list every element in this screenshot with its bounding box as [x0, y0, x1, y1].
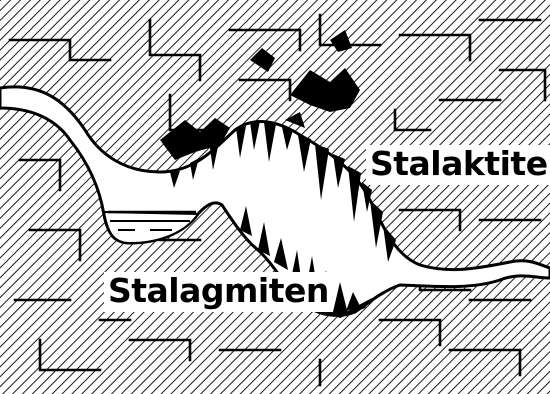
label-stalaktiten: Stalaktiten [366, 145, 550, 185]
stalactite-formations [170, 121, 396, 262]
water-pool [102, 210, 200, 245]
label-stalagmiten: Stalagmiten [104, 272, 333, 312]
rock-fissures [8, 13, 547, 387]
roof-dark-deposits [160, 30, 360, 160]
